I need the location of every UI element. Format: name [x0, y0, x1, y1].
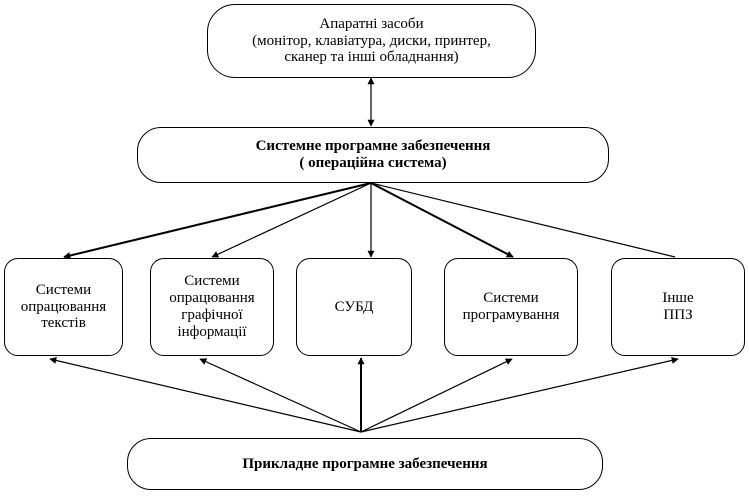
category-label-line: програмування: [462, 307, 560, 323]
system-software-subtitle: ( операційна система): [299, 155, 447, 171]
category-label-line: Системи: [483, 290, 539, 307]
category-label-line: Системи: [35, 281, 92, 298]
other-software-box: Інше ППЗ: [611, 258, 745, 356]
arrow-system-to-graphics: [211, 182, 372, 258]
category-label-line: графічної: [181, 307, 243, 323]
arrow-application-to-text: [49, 357, 362, 433]
hardware-details-line-2: сканер та інші обладнання): [284, 49, 459, 66]
category-label-line: СУБД: [334, 298, 374, 315]
system-software-title: Системне програмне забезпечення: [255, 138, 491, 155]
arrow-application-to-other: [360, 357, 679, 433]
category-label-line: ППЗ: [663, 307, 693, 323]
arrow-system-to-programming: [370, 182, 514, 258]
system-software-box: Системне програмне забезпечення ( операц…: [137, 127, 609, 183]
category-label-line: Системи: [184, 273, 240, 290]
application-software-title: Прикладне програмне забезпечення: [242, 455, 488, 472]
programming-systems-box: Системи програмування: [444, 258, 578, 356]
category-label-line: опрацювання: [20, 298, 107, 315]
hardware-title: Апаратні засоби: [319, 15, 424, 32]
category-label-line: текстів: [41, 315, 86, 332]
dbms-box: СУБД: [296, 258, 412, 356]
hardware-box: Апаратні засоби (монітор, клавіатура, ди…: [207, 4, 536, 78]
category-label-line: опрацювання: [169, 290, 255, 307]
text-processing-box: Системи опрацювання текстів: [4, 258, 123, 356]
hardware-details-line-1: (монітор, клавіатура, диски, принтер,: [252, 32, 491, 49]
arrow-application-to-graphics: [199, 358, 362, 433]
line-system-to-other: [370, 182, 676, 258]
arrow-system-to-text: [63, 182, 372, 259]
category-label-line: інформації: [177, 323, 247, 340]
arrow-application-to-programming: [360, 358, 513, 433]
graphics-processing-box: Системи опрацювання графічної інформації: [150, 258, 274, 356]
application-software-box: Прикладне програмне забезпечення: [127, 438, 603, 490]
category-label-line: Інше: [662, 290, 694, 307]
